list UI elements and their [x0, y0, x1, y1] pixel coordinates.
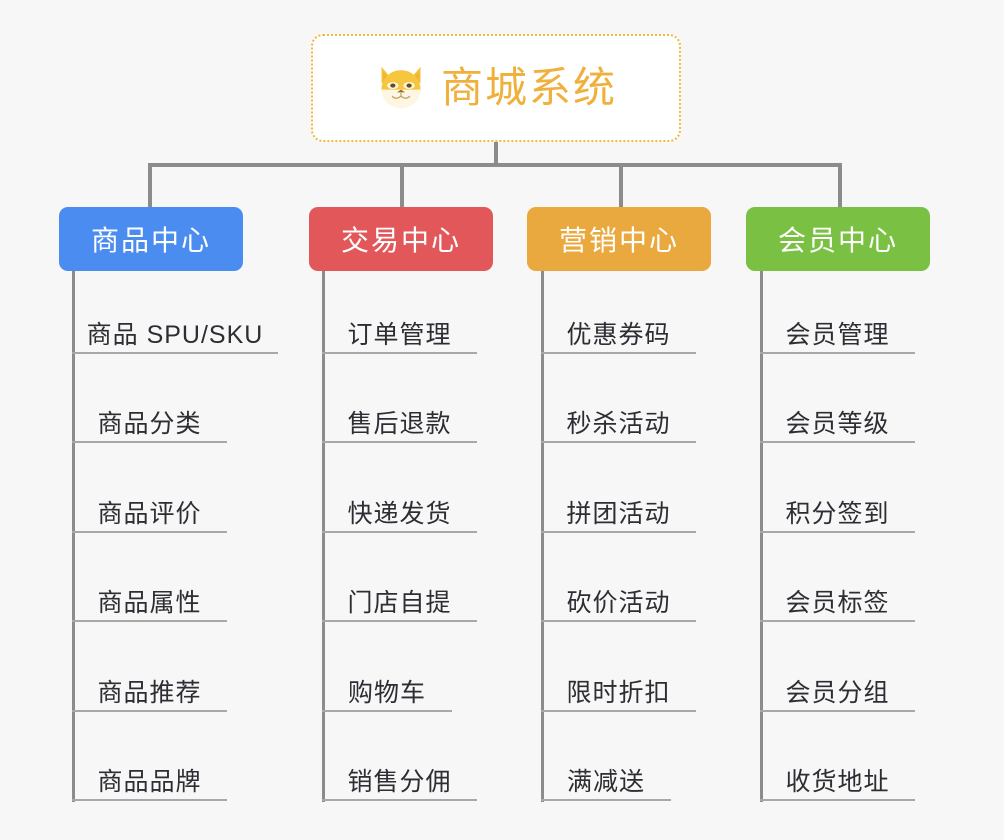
- leaf-label: 满减送: [566, 768, 645, 796]
- leaf-item[interactable]: 会员管理: [760, 304, 915, 354]
- root-node-mall-system[interactable]: 商城系统: [311, 34, 681, 142]
- leaf-item[interactable]: 门店自提: [322, 572, 477, 622]
- leaf-item[interactable]: 购物车: [322, 662, 452, 712]
- leaf-label: 优惠券码: [566, 321, 671, 349]
- connector-drop-4: [838, 163, 842, 209]
- leaf-item[interactable]: 限时折扣: [541, 662, 696, 712]
- leaf-label: 积分签到: [785, 500, 890, 528]
- leaf-label: 商品属性: [97, 589, 202, 617]
- leaf-label: 会员管理: [785, 321, 890, 349]
- leaf-label: 订单管理: [347, 321, 452, 349]
- branch-header-1[interactable]: 商品中心: [59, 207, 243, 271]
- leaf-label: 会员等级: [785, 410, 890, 438]
- leaf-label: 商品推荐: [97, 679, 202, 707]
- leaf-label: 秒杀活动: [566, 410, 671, 438]
- connector-bus: [148, 163, 842, 167]
- leaf-label: 售后退款: [347, 410, 452, 438]
- leaf-label: 会员分组: [785, 679, 890, 707]
- leaf-label: 商品评价: [97, 500, 202, 528]
- leaf-item[interactable]: 销售分佣: [322, 751, 477, 801]
- leaf-item[interactable]: 满减送: [541, 751, 671, 801]
- leaf-item[interactable]: 会员标签: [760, 572, 915, 622]
- leaf-label: 会员标签: [785, 589, 890, 617]
- leaf-item[interactable]: 会员分组: [760, 662, 915, 712]
- leaf-label: 商品品牌: [97, 768, 202, 796]
- leaf-label: 限时折扣: [566, 679, 671, 707]
- leaf-item[interactable]: 商品分类: [72, 393, 227, 443]
- leaf-item[interactable]: 会员等级: [760, 393, 915, 443]
- branch-header-4[interactable]: 会员中心: [746, 207, 930, 271]
- leaf-label: 购物车: [347, 679, 426, 707]
- branch-header-2[interactable]: 交易中心: [309, 207, 493, 271]
- leaf-item[interactable]: 商品品牌: [72, 751, 227, 801]
- leaf-label: 商品 SPU/SKU: [86, 321, 264, 349]
- leaf-item[interactable]: 秒杀活动: [541, 393, 696, 443]
- shiba-dog-face-icon: [381, 66, 421, 109]
- branch-header-4-label: 会员中心: [777, 225, 898, 256]
- root-title: 商城系统: [440, 64, 617, 111]
- branch-spine-4: [760, 271, 763, 802]
- leaf-item[interactable]: 售后退款: [322, 393, 477, 443]
- leaf-item[interactable]: 商品属性: [72, 572, 227, 622]
- branch-header-1-label: 商品中心: [90, 225, 211, 256]
- leaf-item[interactable]: 订单管理: [322, 304, 477, 354]
- leaf-label: 砍价活动: [566, 589, 671, 617]
- branch-spine-3: [541, 271, 544, 802]
- leaf-label: 商品分类: [97, 410, 202, 438]
- branch-header-3[interactable]: 营销中心: [527, 207, 711, 271]
- leaf-item[interactable]: 商品推荐: [72, 662, 227, 712]
- connector-drop-1: [148, 163, 152, 209]
- leaf-label: 销售分佣: [347, 768, 452, 796]
- branch-header-3-label: 营销中心: [558, 225, 679, 256]
- leaf-item[interactable]: 积分签到: [760, 483, 915, 533]
- leaf-label: 拼团活动: [566, 500, 671, 528]
- leaf-item[interactable]: 商品 SPU/SKU: [72, 304, 278, 354]
- connector-root-stem: [494, 142, 498, 165]
- branch-header-2-label: 交易中心: [340, 225, 461, 256]
- leaf-item[interactable]: 快递发货: [322, 483, 477, 533]
- leaf-label: 门店自提: [347, 589, 452, 617]
- connector-drop-3: [619, 163, 623, 209]
- leaf-label: 快递发货: [347, 500, 452, 528]
- leaf-item[interactable]: 收货地址: [760, 751, 915, 801]
- branch-spine-1: [72, 271, 75, 802]
- leaf-item[interactable]: 拼团活动: [541, 483, 696, 533]
- leaf-item[interactable]: 砍价活动: [541, 572, 696, 622]
- leaf-item[interactable]: 商品评价: [72, 483, 227, 533]
- leaf-item[interactable]: 优惠券码: [541, 304, 696, 354]
- branch-spine-2: [322, 271, 325, 802]
- connector-drop-2: [400, 163, 404, 209]
- leaf-label: 收货地址: [785, 768, 890, 796]
